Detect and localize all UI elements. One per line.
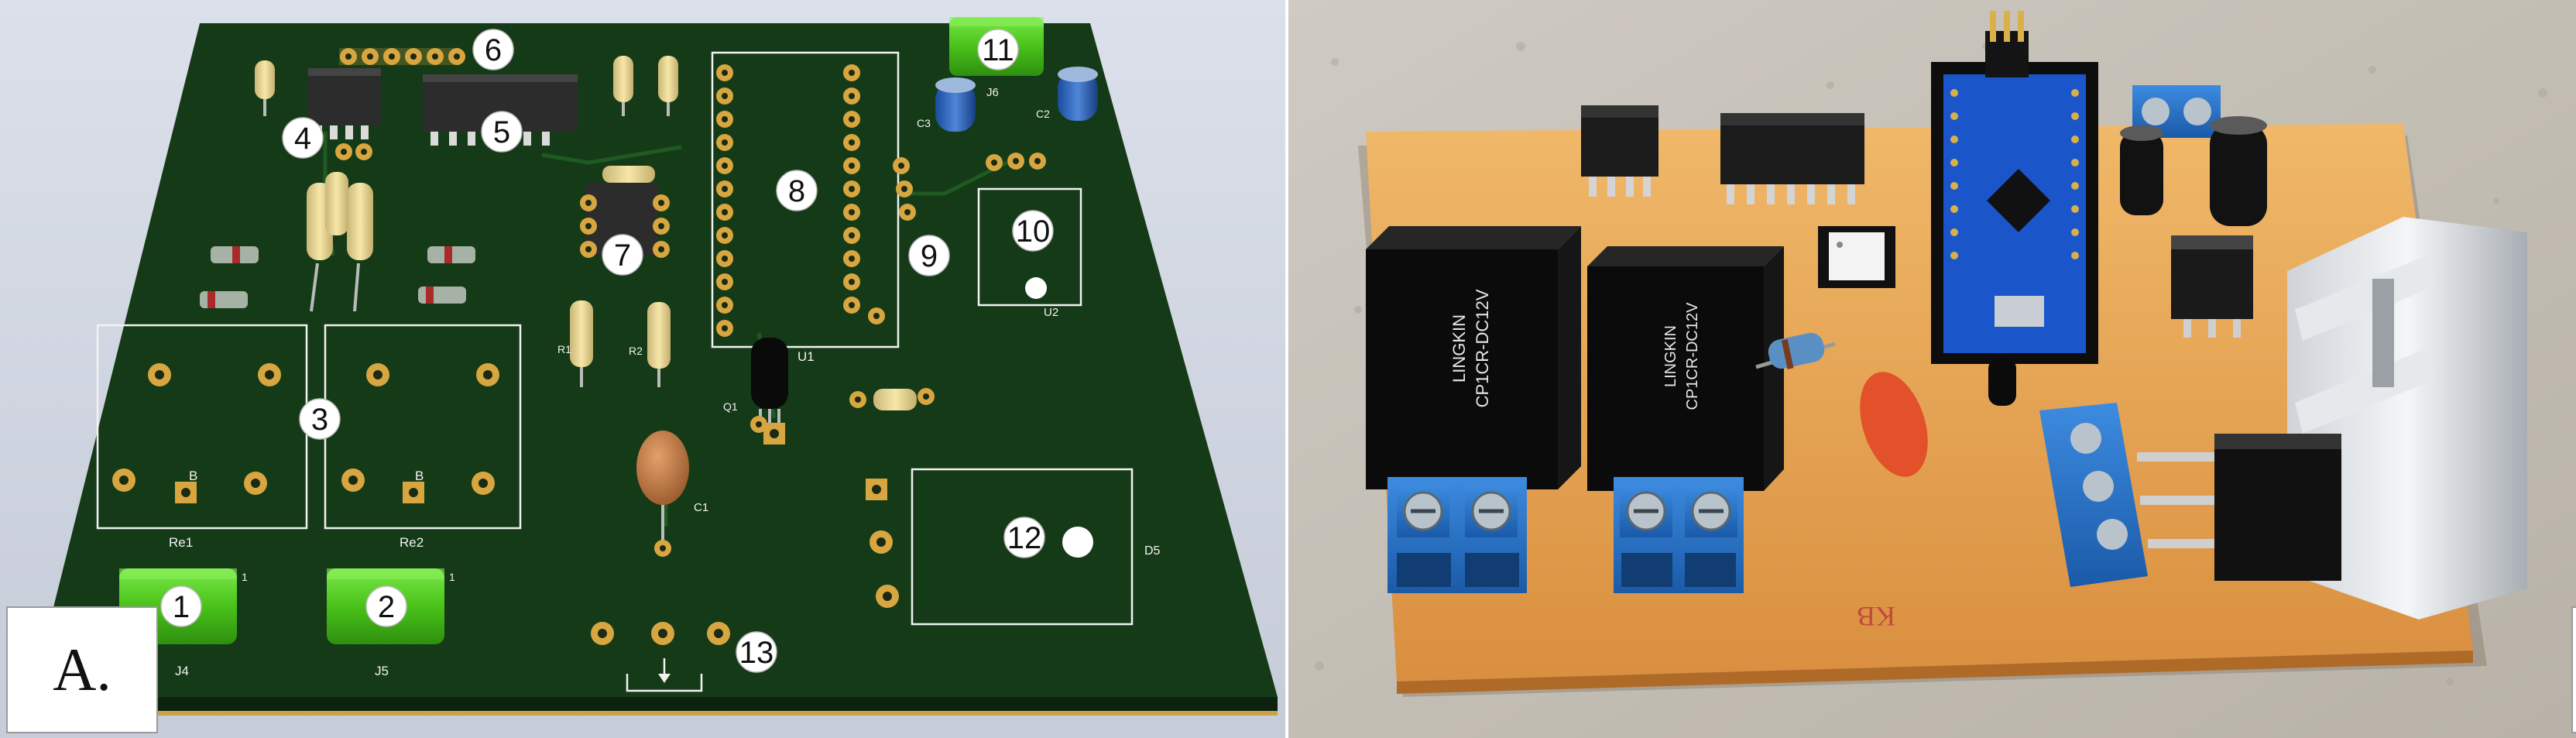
heatsink (2287, 217, 2527, 620)
resistor-photo (1755, 332, 1836, 369)
silk-relay-b1: B (189, 469, 197, 483)
terminal-block-middle (1614, 477, 1744, 593)
silk-j5: J5 (375, 664, 389, 678)
pcb-board-edge (31, 697, 1278, 711)
resistors-vertical-center (307, 172, 373, 312)
capacitor-red (1860, 372, 1928, 477)
silk-c1: C1 (694, 501, 708, 514)
silk-r2: R2 (629, 345, 643, 357)
callout-2: 2 (365, 585, 407, 627)
svg-text:9: 9 (921, 239, 938, 273)
pcb-copper-edge (31, 711, 1278, 716)
pcb-render-panel: U1 J6 C3 C2 U2 (0, 0, 1285, 738)
callout-13: 13 (736, 631, 777, 673)
svg-text:4: 4 (294, 122, 311, 156)
svg-text:12: 12 (1007, 521, 1042, 555)
resistors-pair-top (613, 56, 678, 116)
pcb-render-svg: U1 J6 C3 C2 U2 (0, 0, 1285, 738)
regulator-small (2171, 235, 2253, 338)
silk-r1: R1 (557, 343, 571, 355)
capacitor-c2: C2 (1036, 67, 1098, 121)
capacitors-black (2120, 116, 2267, 226)
mcu-socket-u1: U1 (711, 51, 900, 364)
resistor-r1: R1 (557, 300, 593, 387)
assembled-board-panel: LINGKIN CP1CR-DC12V LINGKIN CP1CR-DC12V (1288, 0, 2576, 738)
svg-text:3: 3 (311, 403, 328, 437)
relay-left-brand: LINGKIN (1449, 314, 1469, 383)
silk-c3: C3 (917, 117, 931, 129)
svg-text:1: 1 (173, 590, 190, 624)
table-speckles (1315, 42, 2547, 685)
silk-d5: D5 (1144, 544, 1161, 558)
silk-pin1-j4: 1 (242, 571, 248, 583)
optocoupler (1818, 226, 1895, 288)
relay-left: LINGKIN CP1CR-DC12V (1366, 226, 1581, 489)
ic-chip-7 (580, 166, 670, 258)
callout-7: 7 (602, 234, 643, 276)
callout-9: 9 (908, 235, 950, 276)
panel-label-a: A. (6, 606, 158, 733)
ic-dip8 (1581, 105, 1658, 197)
potentiometer (591, 622, 730, 692)
callout-12: 12 (1003, 517, 1045, 558)
callout-6: 6 (472, 29, 514, 70)
silk-j4: J4 (175, 664, 189, 678)
arduino-nano-module (1931, 11, 2098, 364)
pin-header-6 (339, 48, 465, 65)
resistor-top-left (255, 60, 275, 116)
resistor-r2: R2 (629, 302, 671, 387)
terminal-block-left (1387, 477, 1527, 593)
relay-right-brand: LINGKIN (1662, 325, 1679, 387)
relay-right: LINGKIN CP1CR-DC12V (1587, 246, 1784, 491)
callout-4: 4 (282, 117, 324, 159)
capacitor-c3: C3 (917, 77, 976, 132)
silk-re2: Re2 (400, 535, 424, 550)
svg-text:5: 5 (493, 115, 510, 149)
footprint-d5: D5 (866, 468, 1161, 626)
regulator-u2: U2 (977, 153, 1082, 319)
silk-j6: J6 (986, 86, 999, 99)
voltage-regulator-to220 (2137, 434, 2341, 581)
svg-text:10: 10 (1016, 215, 1051, 249)
silk-q1: Q1 (723, 400, 738, 413)
diodes (200, 246, 475, 308)
callout-8: 8 (776, 170, 818, 211)
silk-pin1-j5: 1 (449, 571, 455, 583)
callout-1: 1 (160, 585, 202, 627)
silk-re1: Re1 (169, 535, 193, 550)
callout-11: 11 (977, 29, 1019, 70)
silk-relay-b2: B (415, 469, 424, 483)
callout-5: 5 (481, 111, 523, 153)
silk-c2: C2 (1036, 108, 1050, 120)
silk-u2: U2 (1044, 306, 1058, 319)
transistor-q1: Q1 (723, 338, 788, 445)
relay-left-model: CP1CR-DC12V (1473, 289, 1492, 407)
silk-u1: U1 (797, 349, 815, 364)
terminal-block-right (2039, 403, 2148, 587)
board-marking: KB (1857, 601, 1895, 632)
svg-text:2: 2 (378, 590, 395, 624)
transistor-photo (1988, 358, 2016, 406)
capacitor-c1: C1 (636, 431, 708, 557)
pcb-board-edge-b (1397, 650, 2473, 694)
svg-text:6: 6 (485, 33, 502, 67)
svg-text:8: 8 (788, 174, 805, 208)
svg-text:13: 13 (739, 636, 774, 670)
svg-text:11: 11 (982, 33, 1014, 67)
panel-label-b: B. (2571, 606, 2576, 733)
callout-10: 10 (1012, 210, 1054, 252)
callout-3: 3 (299, 398, 341, 440)
resistor-horizontal (849, 388, 935, 410)
svg-text:7: 7 (614, 239, 631, 273)
relay-right-model: CP1CR-DC12V (1684, 302, 1701, 410)
assembled-board-svg: LINGKIN CP1CR-DC12V LINGKIN CP1CR-DC12V (1288, 0, 2576, 738)
ic-dip14 (1720, 113, 1864, 204)
